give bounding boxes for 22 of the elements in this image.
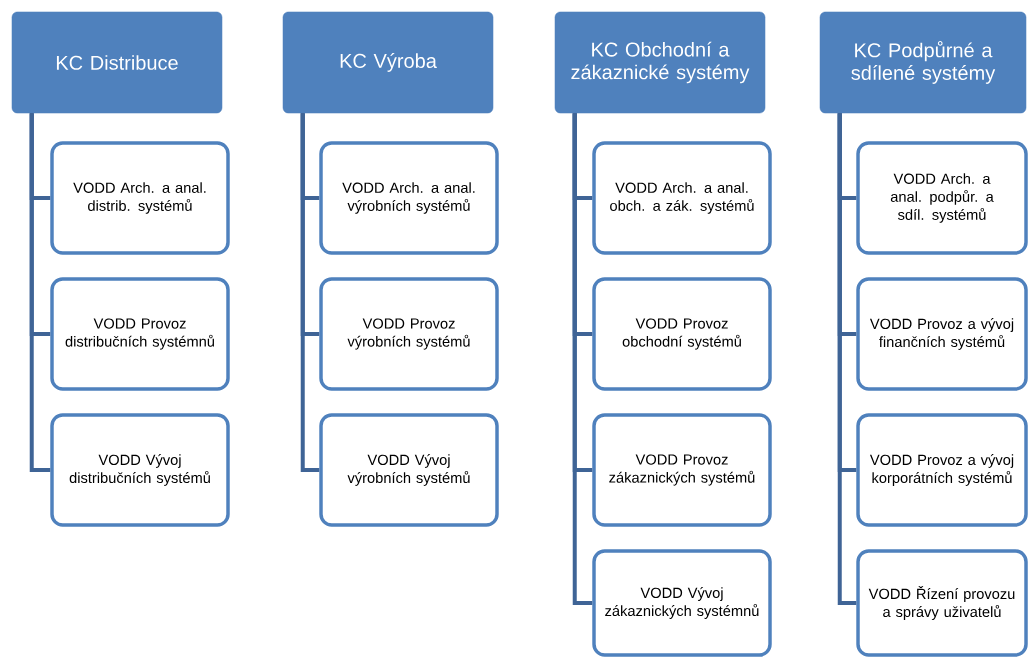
unit-box: VODD Arch. a anal. obch. a zák. systémů <box>592 141 772 255</box>
header-box: KC Obchodní a zákaznické systémy <box>554 11 766 114</box>
unit-box: VODD Provoz zákaznických systémů <box>592 413 772 527</box>
header-box: KC Podpůrné a sdílené systémy <box>819 11 1027 114</box>
header-box: KC Výroba <box>282 11 494 114</box>
unit-box: VODD Vývoj distribučních systémů <box>50 413 230 527</box>
unit-box: VODD Provoz obchodní systémů <box>592 277 772 391</box>
unit-box: VODD Řízení provozu a správy uživatelů <box>856 549 1028 657</box>
unit-box: VODD Provoz a vývoj finančních systémů <box>856 277 1028 391</box>
unit-box: VODD Vývoj zákaznických systémnů <box>592 549 772 657</box>
unit-box: VODD Arch. a anal. výrobních systémů <box>319 141 499 255</box>
connector-line <box>29 113 51 472</box>
connector-line <box>300 113 320 472</box>
connector-line <box>572 113 593 605</box>
unit-box: VODD Vývoj výrobních systémů <box>319 413 499 527</box>
unit-box: VODD Provoz a vývoj korporátních systémů <box>856 413 1028 527</box>
connector-line <box>837 113 857 605</box>
header-box: KC Distribuce <box>11 11 223 114</box>
unit-box: VODD Arch. a anal. distrib. systémů <box>50 141 230 255</box>
unit-box: VODD Arch. a anal. podpůr. a sdíl. systémů <box>856 141 1028 255</box>
unit-box: VODD Provoz distribučních systémnů <box>50 277 230 391</box>
unit-box: VODD Provoz výrobních systémů <box>319 277 499 391</box>
